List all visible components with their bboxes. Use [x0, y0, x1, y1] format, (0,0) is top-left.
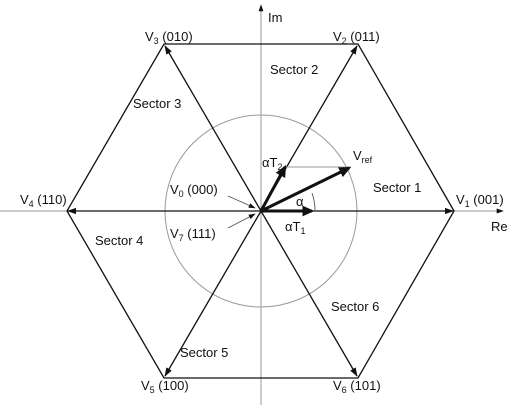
- sector-5-label: Sector 5: [180, 345, 228, 360]
- sector-1-label: Sector 1: [373, 180, 421, 195]
- vector-v3-arrow: [164, 45, 262, 212]
- vector-v3-label: V3 (010): [145, 29, 193, 46]
- vector-v6-arrow: [260, 210, 358, 377]
- vector-v1-label: V1 (001): [456, 192, 504, 209]
- vector-v2-label: V2 (011): [333, 29, 380, 46]
- sector-6-label: Sector 6: [331, 299, 379, 314]
- reference-vector-arrow: [260, 166, 352, 213]
- reference-construction: [227, 164, 352, 229]
- vector-v7-label: V7 (111): [170, 226, 216, 243]
- t2-component-label: αT2: [262, 155, 282, 172]
- vector-v6-label: V6 (101): [333, 378, 381, 395]
- vector-v4-label: V4 (110): [20, 192, 67, 209]
- hexagon-boundary: [66, 43, 455, 379]
- sector-2-label: Sector 2: [270, 62, 318, 77]
- angle-arc: [311, 192, 316, 212]
- v7-pointer: [227, 213, 256, 229]
- v0-pointer: [227, 195, 256, 209]
- sector-4-label: Sector 4: [95, 233, 143, 248]
- axes: Re Im: [0, 4, 508, 405]
- angle-alpha-label: α: [296, 194, 304, 209]
- sector-3-label: Sector 3: [133, 96, 181, 111]
- vector-v5-arrow: [164, 210, 262, 377]
- imaginary-axis-label: Im: [268, 10, 282, 25]
- vector-v0-label: V0 (000): [170, 182, 218, 199]
- t1-component-label: αT1: [285, 219, 305, 236]
- reference-vector-label: Vref: [353, 148, 373, 165]
- real-axis-label: Re: [491, 219, 508, 234]
- t2-component-arrow: [259, 164, 287, 212]
- vector-v5-label: V5 (100): [141, 378, 189, 395]
